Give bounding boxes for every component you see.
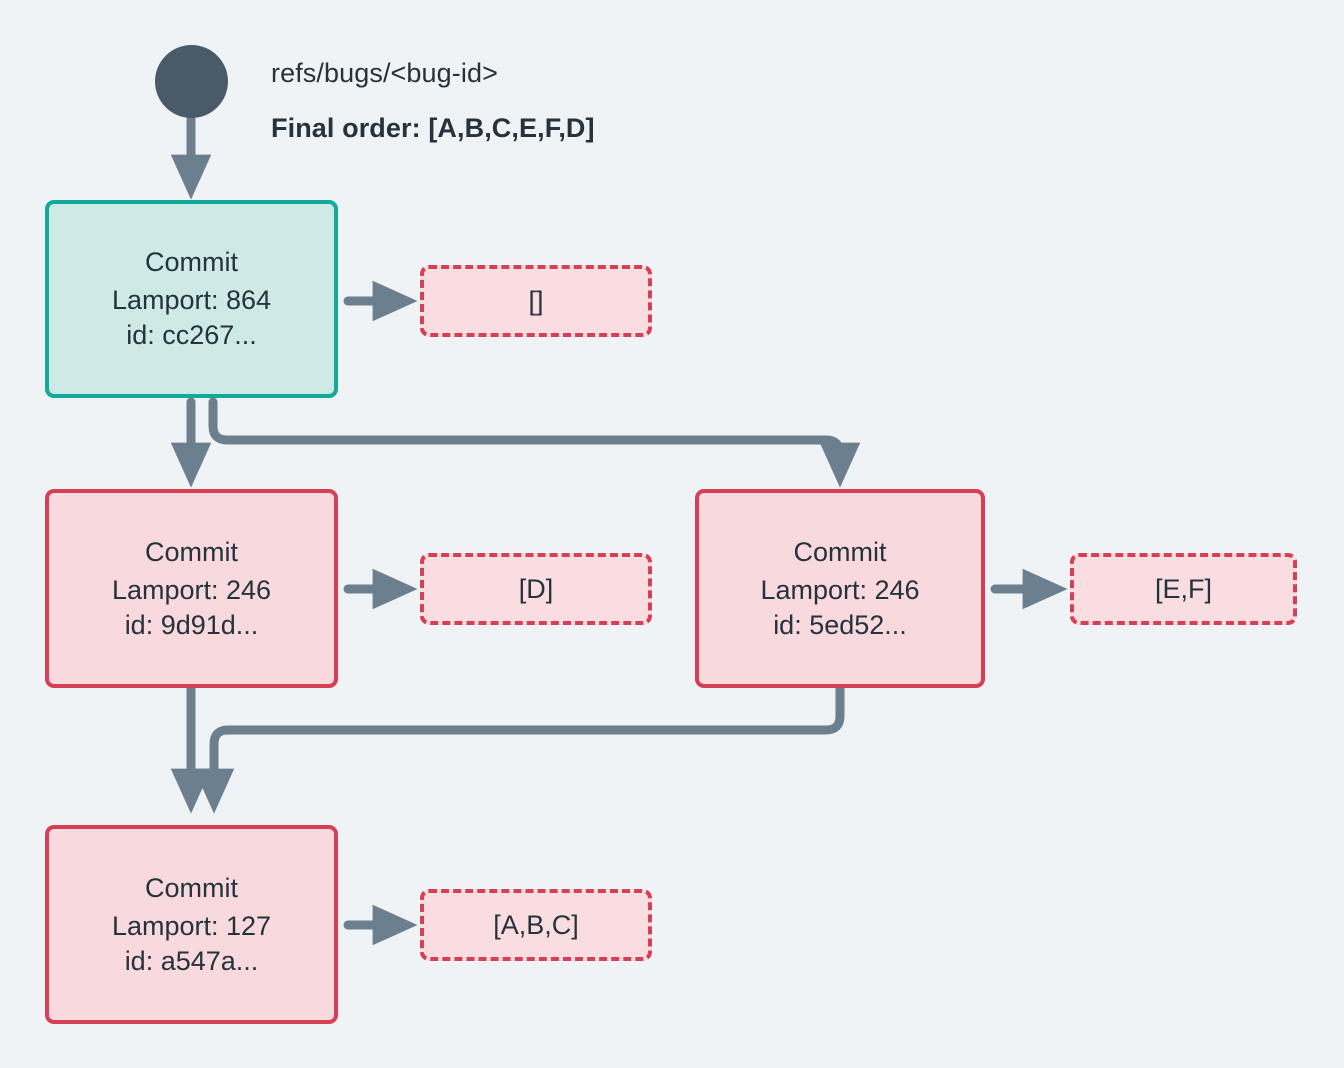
edge-head-to-right246 — [208, 397, 861, 488]
commit-lamport: Lamport: 864 — [111, 285, 272, 315]
commit-id: id: 9d91d... — [124, 609, 259, 640]
ops-label: [A,B,C] — [493, 909, 579, 940]
ops-node-base-127[interactable]: [A,B,C] — [420, 889, 652, 961]
commit-lamport: Lamport: 246 — [760, 574, 920, 605]
commit-node-right-246[interactable]: Commit Lamport: 246 id: 5ed52... — [695, 489, 985, 688]
edge-right246-to-base127 — [193, 683, 845, 814]
commit-id: id: cc267... — [126, 320, 257, 350]
ops-node-left-246[interactable]: [D] — [420, 553, 652, 625]
commit-id: id: a547a... — [124, 945, 259, 976]
commit-id: id: 5ed52... — [773, 609, 907, 640]
final-order-label: Final order: [A,B,C,E,F,D] — [271, 113, 595, 143]
commit-node-base-127[interactable]: Commit Lamport: 127 id: a547a... — [45, 825, 338, 1024]
ops-label: [] — [528, 285, 544, 316]
commit-lamport: Lamport: 127 — [111, 910, 272, 941]
commit-node-head[interactable]: Commit Lamport: 864 id: cc267... — [45, 200, 338, 398]
ref-label: refs/bugs/<bug-id> — [271, 58, 498, 88]
ops-node-right-246[interactable]: [E,F] — [1070, 553, 1297, 625]
commit-title: Commit — [145, 247, 238, 277]
ops-node-head[interactable]: [] — [420, 265, 652, 337]
commit-title: Commit — [145, 536, 238, 567]
ops-label: [E,F] — [1154, 573, 1212, 604]
commit-lamport: Lamport: 246 — [111, 574, 272, 605]
commit-node-left-246[interactable]: Commit Lamport: 246 id: 9d91d... — [45, 489, 338, 688]
commit-title: Commit — [145, 872, 238, 903]
ref-pointer-node[interactable] — [155, 45, 228, 118]
ops-label: [D] — [518, 573, 554, 604]
commit-title: Commit — [793, 536, 887, 567]
